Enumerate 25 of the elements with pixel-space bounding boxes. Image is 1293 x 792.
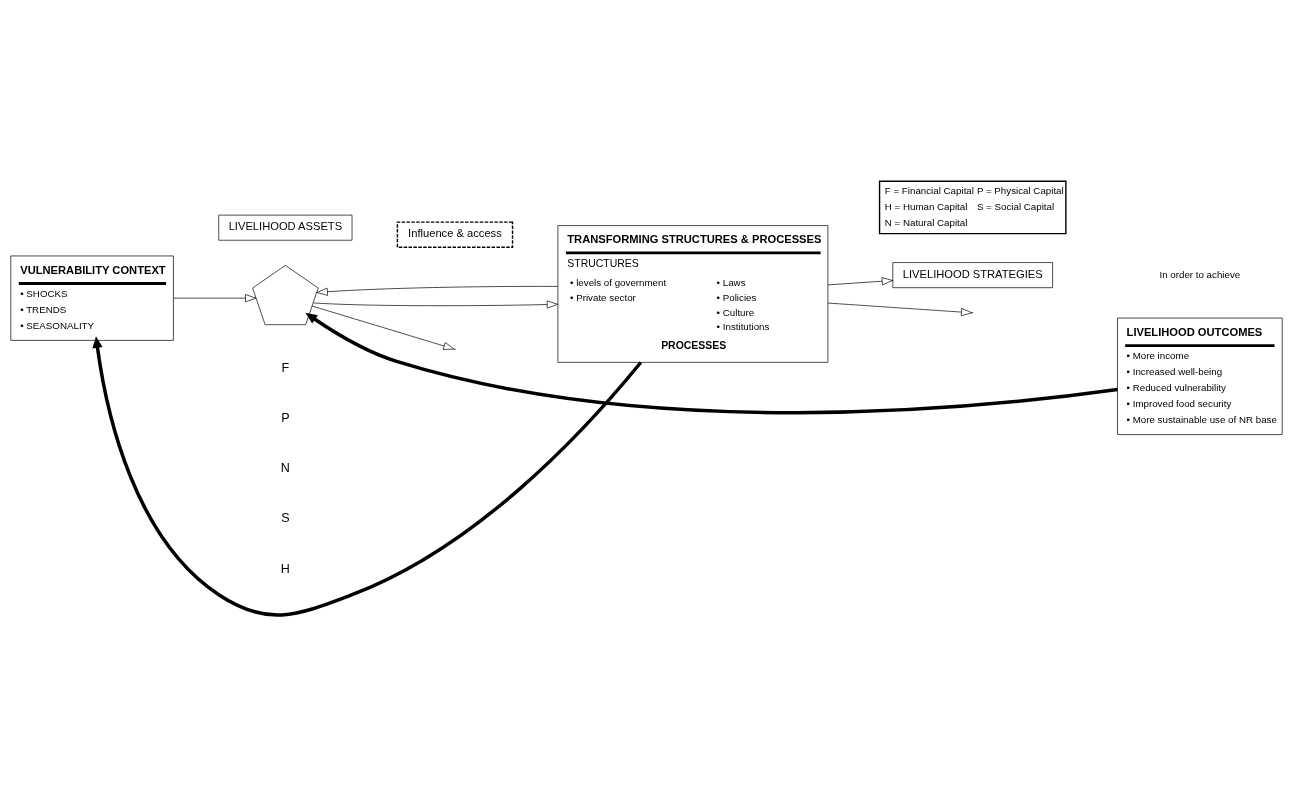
arrow [313,300,558,309]
label: N = Natural Capital [884,216,968,228]
arrow [827,276,893,285]
node-box: LIVELIHOOD ASSETS [218,214,353,241]
arrow [92,335,643,617]
arrow [305,312,1118,414]
label: In order to achieve [1159,268,1241,280]
node-box: TRANSFORMING STRUCTURES & PROCESSES STRUCTURES • levels of government • Laws • Private sector • Policies • Culture • Institutions PROCESSES [557,224,829,363]
label: H [280,561,290,576]
label: F [281,360,290,375]
label: F = Financial Capital [884,184,974,196]
node-box: Influence & access [396,220,514,248]
label: S [281,510,290,525]
arrow [311,305,455,350]
node-box: LIVELIHOOD OUTCOMES • More income • Increased well-being • Reduced vulnerability • Improved food security • More sustainable use of NR base [1117,317,1283,435]
arrow [827,302,973,316]
label: P = Physical Capital [976,184,1064,196]
arrow [173,293,257,302]
label: S = Social Capital [976,200,1055,212]
label: P [281,410,290,425]
node-box: LIVELIHOOD STRATEGIES [892,261,1053,288]
label: N [280,460,290,475]
arrow [316,285,559,296]
label: H = Human Capital [884,200,968,212]
node-box: VULNERABILITY CONTEXT • SHOCKS • TRENDS • SEASONALITY [10,255,174,341]
